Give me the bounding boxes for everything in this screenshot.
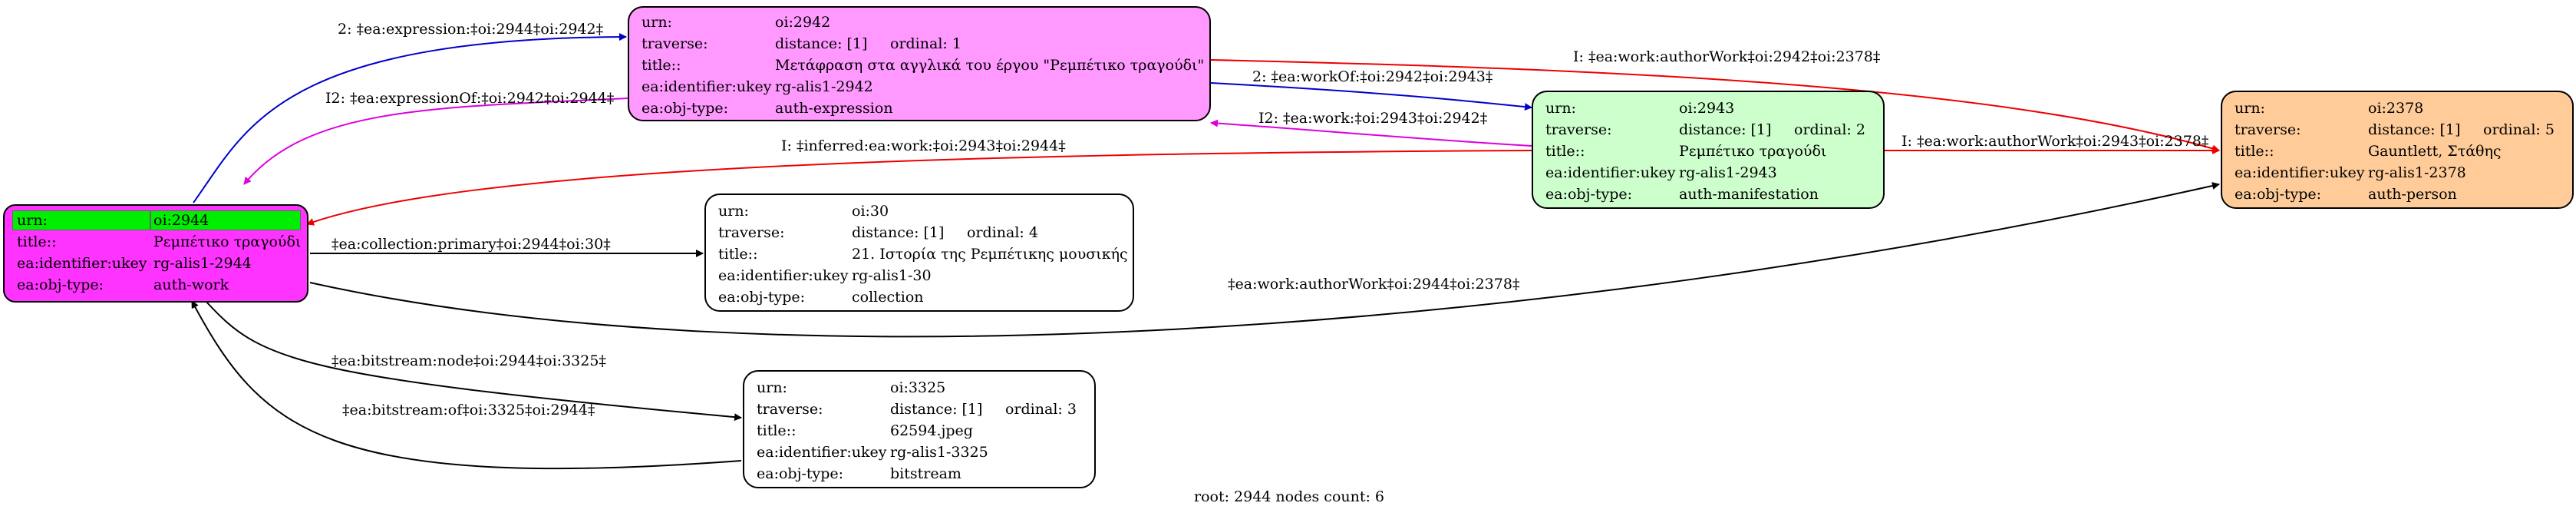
node-value: 62594.jpeg — [890, 422, 973, 439]
node-value: oi:2942 — [775, 14, 831, 31]
node-value: auth-work — [153, 276, 229, 293]
graph-footer: root: 2944 nodes count: 6 — [1194, 488, 1385, 505]
edge-line — [1210, 119, 1532, 147]
node-value: distance: [1] — [775, 35, 868, 52]
node-oi-2942[interactable]: urn: oi:2942 traverse: distance: [1] ordina… — [628, 6, 1211, 121]
edge-line — [309, 182, 2220, 338]
edge-line — [1210, 59, 2220, 153]
node-value: rg-alis1-2944 — [153, 255, 252, 272]
edge-label: I: ‡inferred:ea:work:‡oi:2943‡oi:2944‡ — [781, 137, 1066, 154]
node-key: ea:obj-type: — [1545, 186, 1633, 203]
edge-label: ‡ea:work:authorWork‡oi:2944‡oi:2378‡ — [1228, 276, 1519, 293]
node-key: traverse: — [642, 35, 708, 52]
node-oi-30[interactable]: urn: oi:30 traverse: distance: [1] ordinal:… — [704, 194, 1134, 312]
node-value: Ρεμπέτικο τραγούδι — [153, 233, 302, 250]
node-value: ordinal: 1 — [890, 35, 961, 52]
node-key: urn: — [17, 212, 48, 229]
edge-line — [191, 300, 742, 470]
node-key: urn: — [718, 203, 749, 220]
node-key: ea:identifier:ukey — [718, 267, 849, 284]
edge-line — [205, 300, 742, 422]
node-value: rg-alis1-30 — [852, 267, 932, 284]
node-value: 21. Ιστορία της Ρεμπέτικης μουσικής — [852, 246, 1128, 263]
node-key: traverse: — [2235, 121, 2301, 138]
edge-line — [306, 150, 1532, 226]
node-key: traverse: — [1545, 121, 1612, 138]
node-value: rg-alis1-3325 — [890, 444, 988, 461]
node-key: ea:identifier:ukey — [1545, 164, 1676, 181]
node-key: ea:obj-type: — [757, 465, 844, 482]
edge-label: I: ‡ea:work:authorWork‡oi:2942‡oi:2378‡ — [1573, 48, 1880, 65]
node-key: ea:identifier:ukey — [17, 255, 147, 272]
node-key: ea:identifier:ukey — [2235, 164, 2365, 181]
node-value: rg-alis1-2378 — [2368, 164, 2466, 181]
node-value: collection — [852, 289, 924, 306]
node-key: ea:obj-type: — [718, 289, 806, 306]
node-value: distance: [1] — [890, 401, 983, 418]
edge-label: I: ‡ea:work:authorWork‡oi:2943‡oi:2378‡ — [1901, 133, 2208, 150]
edge-label: I2: ‡ea:work:‡oi:2943‡oi:2942‡ — [1258, 110, 1487, 127]
node-key: ea:obj-type: — [642, 100, 729, 117]
node-value: distance: [1] — [2368, 121, 2461, 138]
node-oi-2378[interactable]: urn: oi:2378 traverse: distance: [1] ordina… — [2221, 91, 2574, 209]
node-value: distance: [1] — [852, 224, 945, 241]
node-value: Gauntlett, Στάθης — [2368, 143, 2502, 160]
node-key: title:: — [1545, 143, 1585, 160]
node-key: traverse: — [718, 224, 785, 241]
node-value: oi:2944 — [153, 212, 209, 229]
urn-highlight — [150, 210, 301, 230]
node-value: distance: [1] — [1679, 121, 1772, 138]
node-value: ordinal: 3 — [1005, 401, 1077, 418]
node-key: urn: — [642, 14, 672, 31]
node-key: title:: — [642, 57, 681, 74]
edge-line — [193, 33, 627, 203]
node-value: auth-person — [2368, 186, 2457, 203]
node-oi-2943[interactable]: urn: oi:2943 traverse: distance: [1] ordina… — [1532, 91, 1885, 209]
edge-line — [1210, 82, 1532, 111]
node-value: bitstream — [890, 465, 961, 482]
node-key: urn: — [757, 379, 787, 396]
node-value: rg-alis1-2943 — [1679, 164, 1777, 181]
node-oi-2944-root[interactable]: urn: oi:2944 title::Ρεμπέτικο τραγούδι ea… — [3, 204, 308, 303]
edge-label: I2: ‡ea:expressionOf:‡oi:2942‡oi:2944‡ — [325, 90, 614, 107]
node-key: urn: — [1545, 100, 1576, 117]
node-value: rg-alis1-2942 — [775, 78, 873, 95]
node-key: title:: — [718, 246, 758, 263]
edge-label: 2: ‡ea:workOf:‡oi:2942‡oi:2943‡ — [1252, 68, 1492, 85]
node-key: traverse: — [757, 401, 823, 418]
node-value: ordinal: 5 — [2483, 121, 2555, 138]
edge-label: 2: ‡ea:expression:‡oi:2944‡oi:2942‡ — [338, 21, 603, 38]
edge-line — [243, 98, 628, 185]
edge-label: ‡ea:collection:primary‡oi:2944‡oi:30‡ — [331, 236, 611, 253]
node-value: auth-manifestation — [1679, 186, 1819, 203]
node-key: title:: — [757, 422, 797, 439]
node-value: oi:2378 — [2368, 100, 2424, 117]
node-key: urn: — [2235, 100, 2265, 117]
node-value: oi:30 — [852, 203, 889, 220]
node-key: ea:identifier:ukey — [757, 444, 887, 461]
node-value: ordinal: 2 — [1794, 121, 1865, 138]
node-value: ordinal: 4 — [967, 224, 1038, 241]
urn-highlight — [12, 210, 150, 230]
edge-label: ‡ea:bitstream:node‡oi:2944‡oi:3325‡ — [331, 352, 606, 369]
node-value: Μετάφραση στα αγγλικά του έργου "Ρεμπέτι… — [775, 57, 1205, 74]
node-key: ea:identifier:ukey — [642, 78, 772, 95]
edge-label: ‡ea:bitstream:of‡oi:3325‡oi:2944‡ — [342, 402, 595, 418]
node-value: oi:3325 — [890, 379, 946, 396]
node-value: auth-expression — [775, 100, 893, 117]
node-oi-3325[interactable]: urn: oi:3325 traverse: distance: [1] ordina… — [743, 370, 1096, 488]
node-key: title:: — [2235, 143, 2274, 160]
node-value: Ρεμπέτικο τραγούδι — [1679, 143, 1827, 160]
node-key: title:: — [17, 233, 57, 250]
node-value: oi:2943 — [1679, 100, 1735, 117]
node-key: ea:obj-type: — [17, 276, 104, 293]
node-key: ea:obj-type: — [2235, 186, 2322, 203]
